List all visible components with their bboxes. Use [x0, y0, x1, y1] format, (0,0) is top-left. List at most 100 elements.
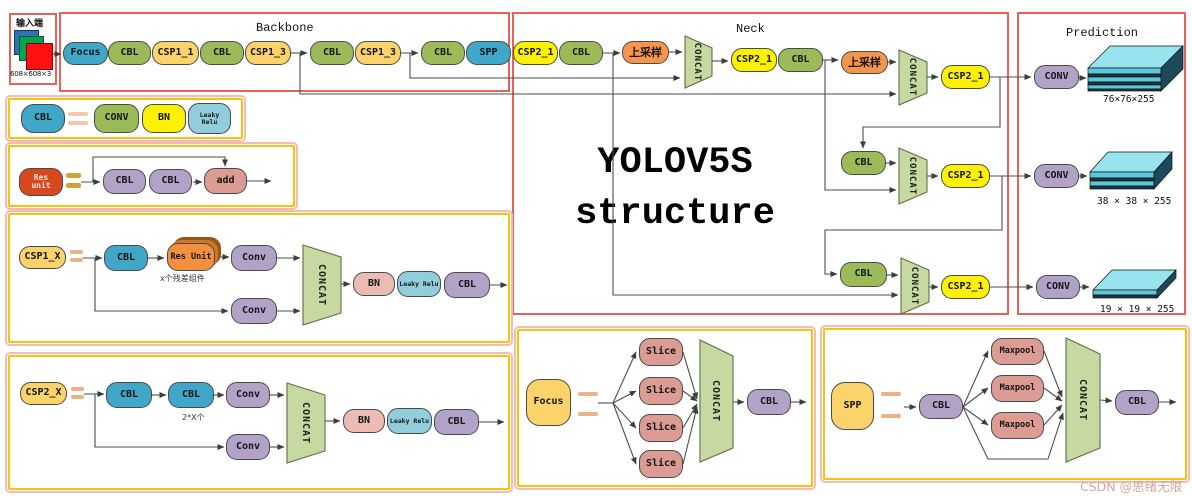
diagram-title: YOLOV5S structure — [535, 138, 815, 240]
node-focus: Focus — [63, 42, 108, 65]
node-conv: CONV — [1034, 164, 1079, 188]
equals-bar — [881, 392, 901, 396]
node-cbl: CBL — [108, 41, 151, 65]
legend-cbl-bn: BN — [142, 104, 186, 133]
legend-res-add: add — [204, 168, 247, 194]
legend-csp2-conv-top: Conv — [226, 382, 270, 408]
concat-shape — [684, 35, 713, 89]
input-image-red-square — [26, 43, 53, 70]
feature-map-38 — [1089, 151, 1173, 190]
node-cbl: CBL — [840, 262, 887, 287]
output-size-38: 38 × 38 × 255 — [1097, 196, 1172, 207]
concat-label: CONCAT — [1077, 379, 1088, 421]
prediction-frame — [1017, 12, 1186, 315]
legend-csp1-conv-top: Conv — [231, 245, 277, 271]
concat-label: CONCAT — [316, 264, 327, 306]
legend-csp1-conv-bottom: Conv — [231, 298, 277, 324]
concat-shape — [898, 49, 928, 106]
concat-shape — [900, 257, 930, 315]
concat-shape — [302, 244, 342, 326]
backbone-label: Backbone — [256, 21, 314, 35]
legend-csp2-conv-bottom: Conv — [226, 434, 270, 460]
legend-csp2-cbl-out: CBL — [434, 409, 479, 435]
node-cbl: CBL — [778, 48, 823, 72]
diagram-title-line1: YOLOV5S — [597, 142, 753, 184]
node-csp1-3: CSP1_3 — [355, 41, 401, 65]
concat-shape — [699, 339, 734, 463]
node-cbl: CBL — [559, 41, 603, 65]
legend-focus-slice: Slice — [639, 377, 683, 405]
legend-cbl-title: CBL — [21, 104, 65, 133]
equals-bar — [68, 121, 88, 125]
input-label: 输入端 — [16, 19, 44, 29]
watermark: CSDN @思绪无限 — [1080, 479, 1183, 494]
node-cbl: CBL — [200, 41, 244, 65]
legend-csp1-bn: BN — [353, 272, 395, 296]
neck-label: Neck — [736, 22, 765, 36]
concat-shape — [898, 147, 928, 205]
output-size-19: 19 × 19 × 255 — [1100, 304, 1175, 315]
node-csp2-1: CSP2_1 — [941, 275, 990, 299]
equals-bar — [71, 395, 84, 399]
legend-spp-maxpool: Maxpool — [991, 412, 1044, 439]
concat-shape — [1065, 337, 1101, 463]
equals-bar — [578, 392, 598, 396]
legend-spp-cbl-out: CBL — [1115, 390, 1159, 415]
feature-map-19 — [1092, 269, 1177, 299]
equals-bar — [578, 412, 598, 416]
legend-csp2-title: CSP2_X — [20, 382, 67, 405]
legend-csp1-note: x个残差组件 — [160, 274, 205, 283]
legend-res-title: Res unit — [19, 168, 63, 196]
legend-csp1-cbl: CBL — [104, 245, 148, 271]
legend-focus-slice: Slice — [639, 338, 683, 366]
legend-focus-slice: Slice — [639, 450, 683, 478]
legend-spp-maxpool: Maxpool — [991, 338, 1044, 365]
node-upsample: 上采样 — [622, 41, 669, 64]
diagram-title-line2: structure — [575, 193, 775, 235]
node-upsample: 上采样 — [841, 51, 888, 74]
equals-bar — [70, 250, 83, 254]
legend-csp2-note: 2*X个 — [182, 413, 205, 422]
node-cbl: CBL — [841, 151, 886, 175]
concat-label: CONCAT — [692, 43, 702, 82]
legend-focus-slice: Slice — [639, 414, 683, 442]
legend-cbl-conv: CONV — [94, 104, 139, 133]
legend-csp2-cbl2: CBL — [168, 382, 214, 408]
concat-label: CONCAT — [907, 58, 917, 97]
legend-res-cbl2: CBL — [149, 169, 192, 194]
node-csp2-1: CSP2_1 — [941, 65, 990, 89]
node-csp2-1: CSP2_1 — [731, 48, 777, 72]
node-conv: CONV — [1036, 275, 1080, 299]
legend-csp2-leaky-relu: Leaky Relu — [387, 408, 432, 434]
legend-csp2-cbl1: CBL — [106, 382, 152, 408]
equals-bar — [68, 112, 88, 116]
equals-bar — [71, 387, 84, 391]
node-conv: CONV — [1034, 65, 1079, 89]
node-csp2-1: CSP2_1 — [941, 164, 990, 188]
equals-bar — [70, 258, 83, 262]
legend-spp-title: SPP — [831, 382, 874, 430]
equals-bar — [66, 183, 81, 188]
concat-label: CONCAT — [710, 380, 721, 422]
concat-label: CONCAT — [300, 402, 311, 444]
input-size-label: 608×608×3 — [10, 70, 52, 78]
equals-bar — [66, 173, 81, 178]
legend-csp2-bn: BN — [343, 409, 385, 433]
legend-cbl-leaky-relu: Leaky Relu — [188, 103, 231, 134]
node-csp1-3: CSP1_3 — [245, 41, 291, 65]
legend-csp1-res-unit: Res Unit — [167, 243, 215, 271]
legend-spp-maxpool: Maxpool — [991, 375, 1044, 402]
legend-focus-title: Focus — [526, 379, 571, 426]
legend-res-cbl1: CBL — [103, 169, 146, 194]
equals-bar — [881, 414, 901, 418]
feature-map-76 — [1087, 45, 1184, 92]
concat-shape — [286, 382, 326, 464]
node-csp2-1: CSP2_1 — [513, 41, 558, 65]
node-csp1-1: CSP1_1 — [152, 41, 199, 65]
output-size-76: 76×76×255 — [1103, 94, 1155, 105]
legend-focus-cbl: CBL — [747, 389, 791, 415]
input-frame — [9, 13, 57, 85]
node-cbl: CBL — [310, 41, 354, 65]
